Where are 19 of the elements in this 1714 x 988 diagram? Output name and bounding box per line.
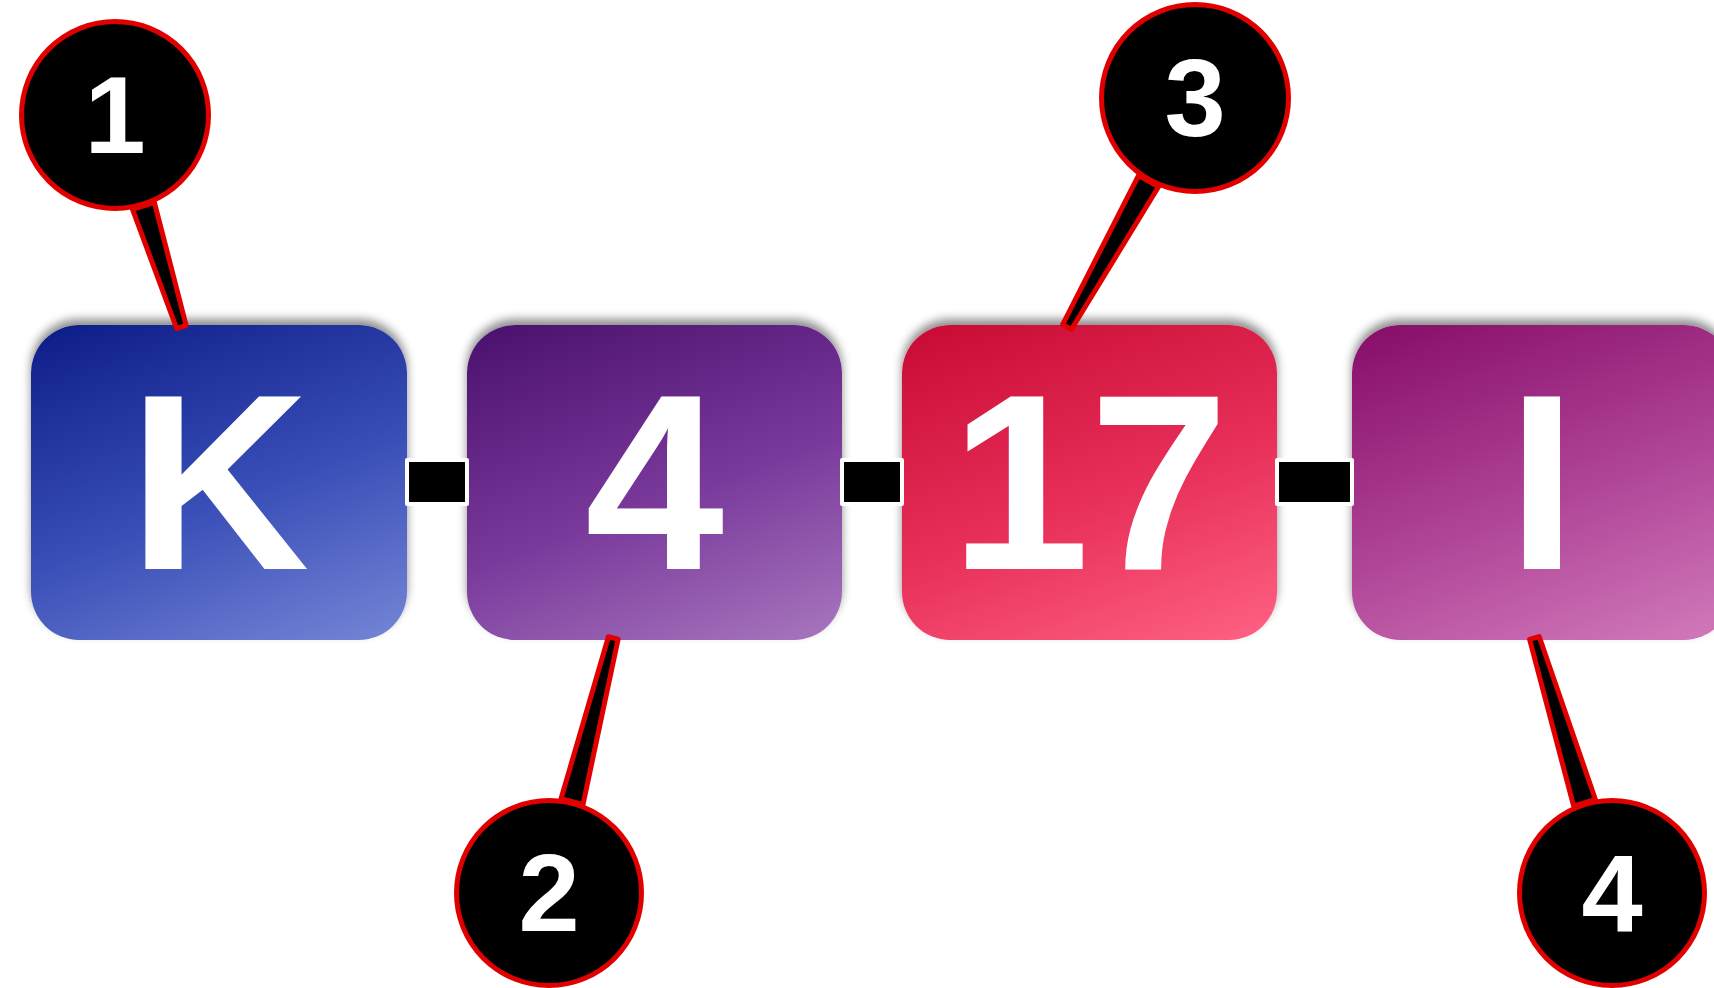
letter-tile [902,325,1277,640]
callout-number: 4 [1581,838,1643,948]
dash-connector [405,458,469,506]
leader-line [1060,173,1162,332]
leader-line [130,200,189,331]
tile-text: K [128,357,310,608]
dash-connector [1275,458,1354,506]
leader-line [558,634,621,807]
tile-text: 4 [584,357,724,608]
callout-number: 3 [1164,43,1226,153]
tile-text: 17 [950,357,1229,608]
leader-line [1527,634,1598,809]
letter-tile [1352,325,1714,640]
letter-tile [467,325,842,640]
callout-number: 2 [518,838,580,948]
letter-tile [31,325,407,640]
dash-connector [840,458,904,506]
callout-number: 1 [84,60,146,170]
tile-text: I [1507,357,1577,608]
